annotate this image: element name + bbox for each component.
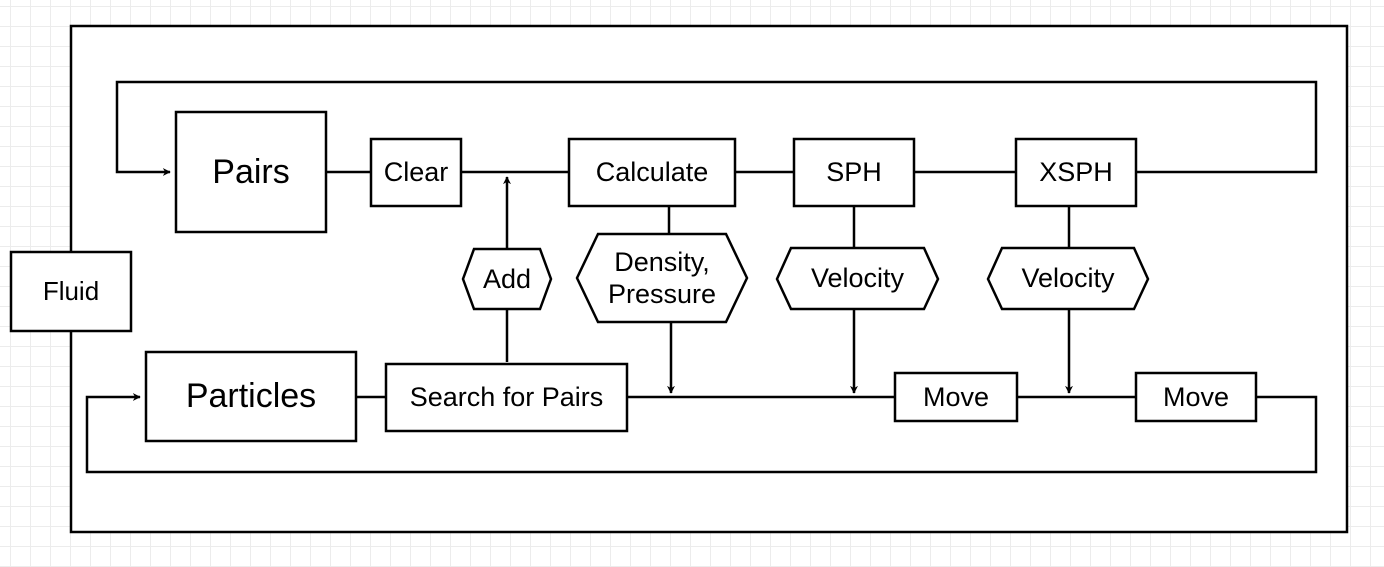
xsph-label: XSPH [1039, 157, 1113, 188]
velocity-hexagon-xsph [986, 246, 1150, 311]
velocity-label-sph: Velocity [810, 263, 905, 294]
add-label: Add [482, 263, 532, 294]
fluid-box [9, 250, 133, 333]
density-pressure-hexagon [575, 232, 749, 324]
search-for-pairs-box [384, 362, 629, 433]
move-label-1: Move [922, 381, 990, 412]
clear-label: Clear [383, 157, 449, 188]
search-for-pairs-label: Search for Pairs [409, 382, 604, 413]
particles-loop-line [85, 393, 1318, 474]
move-label-2: Move [1162, 381, 1230, 412]
clear-box [369, 137, 463, 208]
pairs-box [174, 110, 328, 234]
move-box-2 [1134, 371, 1258, 423]
velocity-label-xsph: Velocity [1021, 263, 1115, 294]
particles-label: Particles [185, 377, 317, 416]
calculate-box [567, 137, 737, 208]
velocity-hexagon-sph [775, 246, 940, 311]
density-pressure-label: Density, Pressure [607, 246, 717, 309]
xsph-box [1014, 137, 1138, 208]
sph-label: SPH [826, 157, 882, 188]
calculate-label: Calculate [595, 157, 709, 188]
pairs-loop-line [115, 80, 1318, 176]
particles-box [144, 350, 358, 443]
fluid-label: Fluid [42, 275, 100, 306]
move-box-1 [893, 371, 1019, 423]
pairs-label: Pairs [212, 152, 290, 191]
add-hexagon [461, 247, 553, 311]
sph-box [792, 137, 916, 208]
